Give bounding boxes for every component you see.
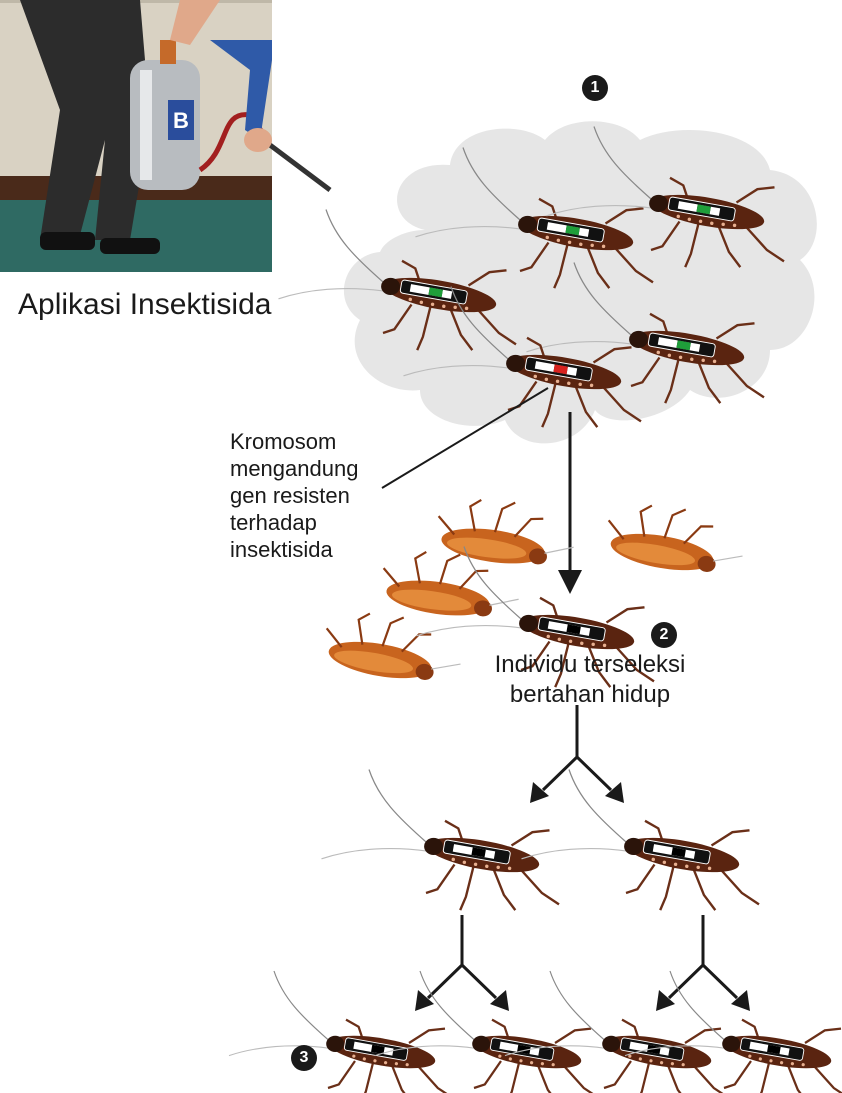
chromosome-note-line-1: Kromosom [230, 428, 430, 455]
dead-roach-4 [320, 605, 467, 690]
selected-survivor-note: Individu terseleksi bertahan hidup [455, 650, 725, 710]
dead-roach-1 [433, 492, 578, 573]
step-badge-1: 1 [582, 75, 608, 101]
roach-gen3-3 [505, 971, 730, 1093]
insecticide-photo: B [0, 0, 330, 272]
roach-gen3-1 [229, 971, 454, 1093]
step-badge-3: 3 [291, 1045, 317, 1071]
arrow-branch-2 [415, 915, 509, 1011]
chromosome-note: Kromosom mengandung gen resisten terhada… [230, 428, 430, 563]
roach-gen3-4 [625, 971, 842, 1093]
chromosome-note-line-5: insektisida [230, 536, 430, 563]
selected-note-line-1: Individu terseleksi [455, 650, 725, 680]
photo-caption: Aplikasi Insektisida [18, 288, 272, 321]
step-badge-2: 2 [651, 622, 677, 648]
chromosome-note-line-4: terhadap [230, 509, 430, 536]
arrow-branch-3 [656, 915, 750, 1011]
chromosome-note-line-2: mengandung [230, 455, 430, 482]
selected-note-line-2: bertahan hidup [455, 680, 725, 710]
roach-offspring-1 [322, 770, 560, 911]
roach-offspring-2 [522, 770, 760, 911]
dead-roach-2 [602, 497, 749, 582]
sprayer-label: B [173, 108, 189, 133]
chromosome-note-line-3: gen resisten [230, 482, 430, 509]
